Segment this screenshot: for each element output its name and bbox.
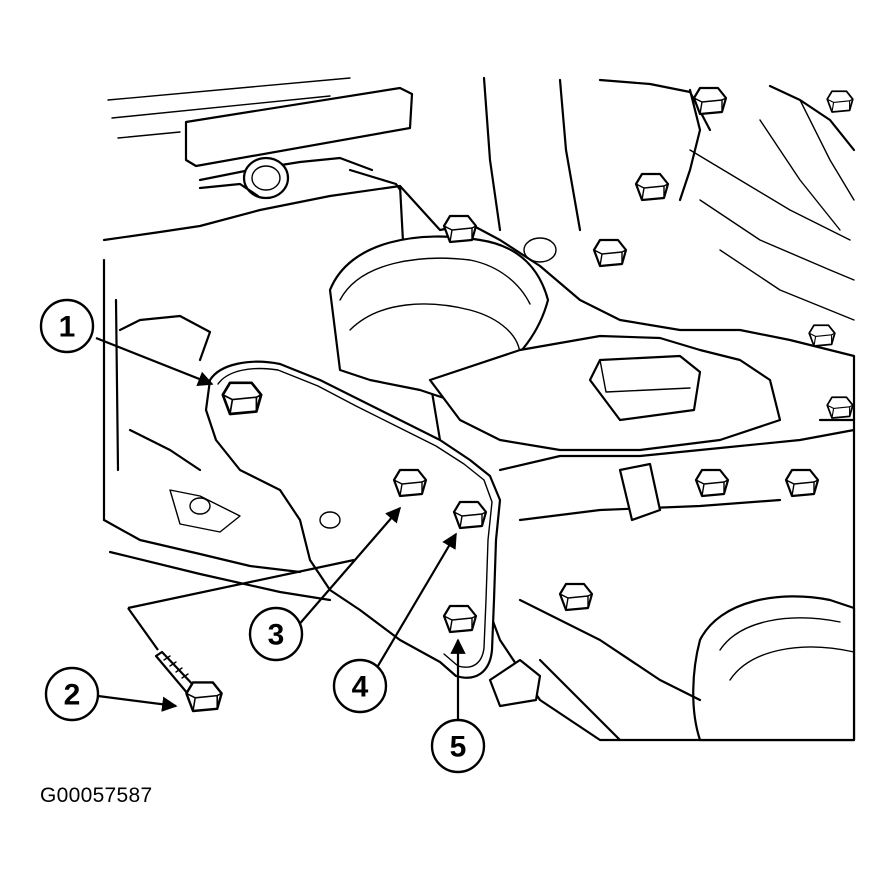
callout-5-label: 5 — [450, 731, 467, 764]
bolt-2-loose-icon — [154, 650, 223, 713]
callout-1: 1 — [39, 298, 95, 354]
bolt-5-icon — [442, 604, 478, 634]
callout-1-label: 1 — [59, 311, 76, 344]
callout-2-label: 2 — [64, 679, 81, 712]
callout-4: 4 — [332, 658, 388, 714]
bolt-3-icon — [392, 468, 428, 498]
callout-3-label: 3 — [268, 619, 285, 652]
callout-2: 2 — [44, 666, 100, 722]
callout-4-label: 4 — [352, 671, 369, 704]
callout-5: 5 — [430, 718, 486, 774]
transmission-case — [328, 184, 856, 742]
leader-lines — [95, 336, 466, 722]
bolt-4-icon — [452, 500, 488, 530]
callout-3: 3 — [248, 606, 304, 662]
figure-code: G00057587 — [40, 784, 153, 807]
bolt-1-icon — [221, 381, 263, 416]
